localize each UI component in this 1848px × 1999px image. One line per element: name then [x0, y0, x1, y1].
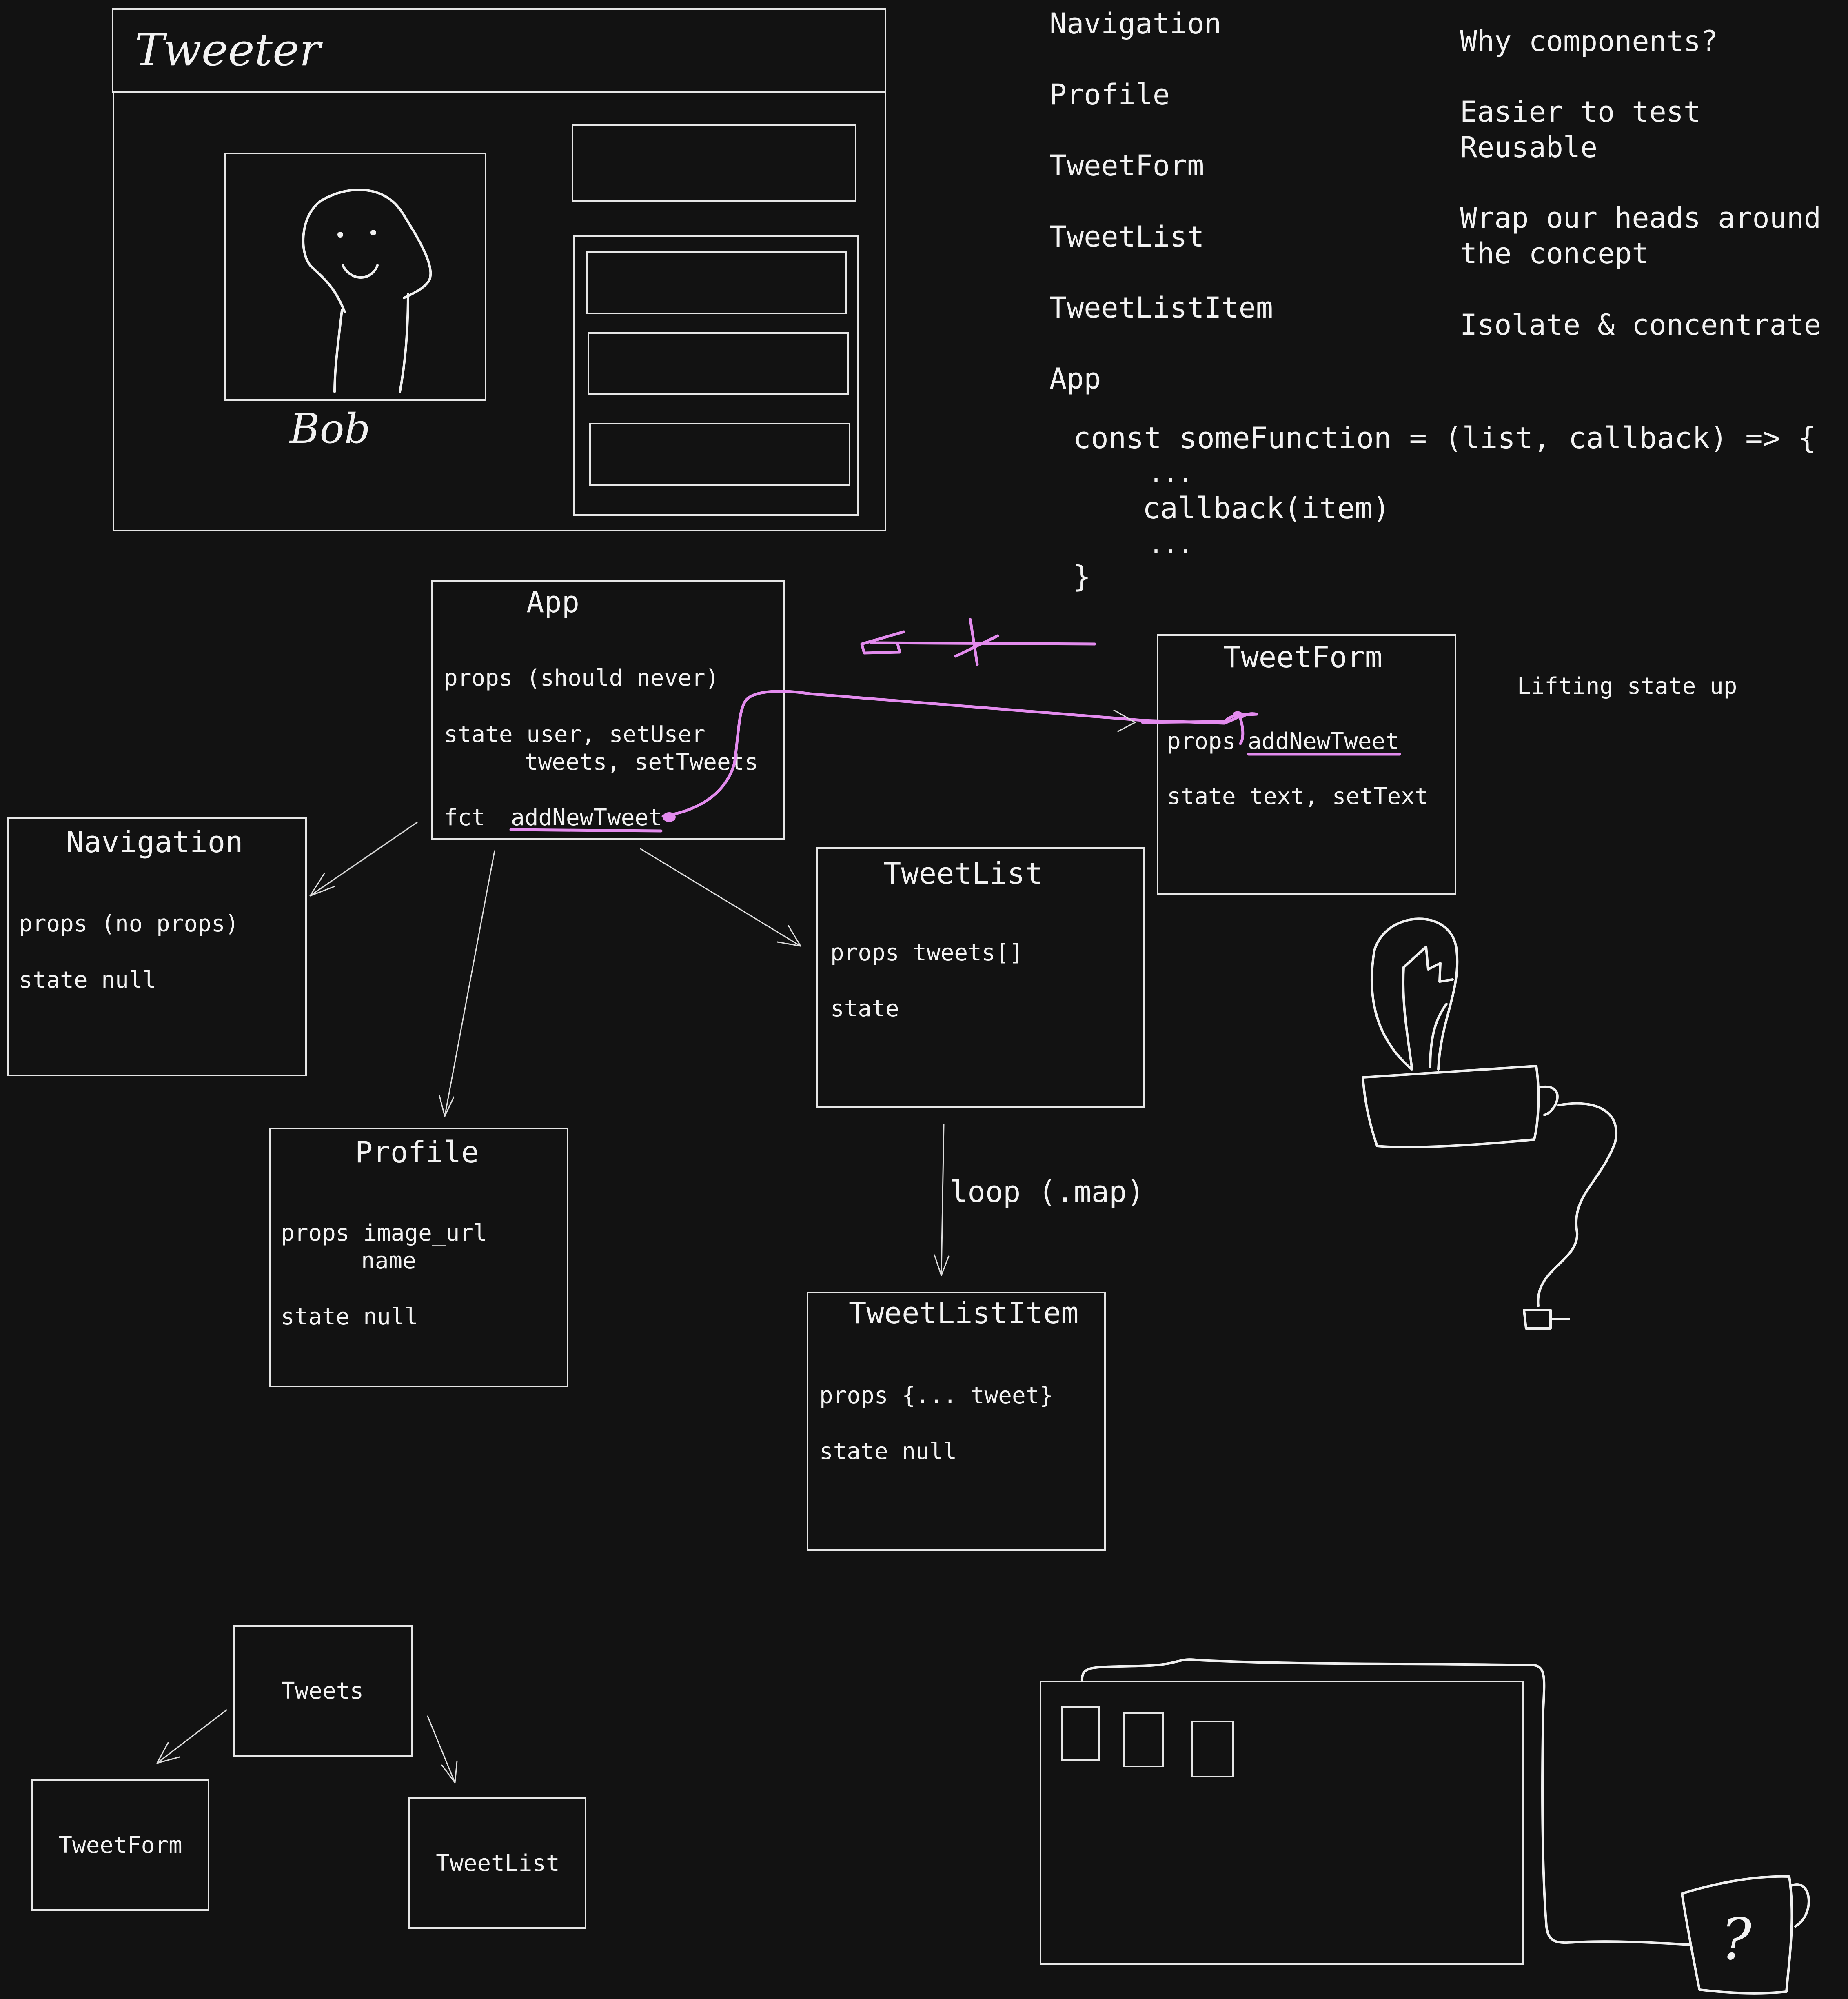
- code-snippet: const someFunction = (list, callback) =>…: [1073, 421, 1816, 594]
- wireframe-list-item: [588, 332, 849, 395]
- wireframe-form-box: [572, 124, 856, 202]
- wireframe-body: [113, 91, 886, 531]
- navigation-title: Navigation: [66, 825, 243, 859]
- tweetform-props-label: props: [1167, 728, 1236, 755]
- tweetlist-component-box: TweetList props tweets[] state: [816, 847, 1145, 1108]
- why-line: Reusable: [1460, 131, 1597, 164]
- mini-arrow-right: [427, 1715, 456, 1784]
- navigation-state: state null: [19, 967, 156, 993]
- navigation-props: props (no props): [19, 911, 239, 937]
- tweetform-component-box: TweetForm props addNewTweet state text, …: [1157, 634, 1456, 895]
- profile-caption: Bob: [289, 405, 370, 453]
- tweetlistitem-box-border: [807, 1292, 1106, 1551]
- profile-state: state null: [281, 1304, 418, 1330]
- code-line: }: [1073, 560, 1091, 594]
- profile-picture-frame: [224, 153, 486, 401]
- monitor-mug-doodle: ?: [1040, 1658, 1810, 1995]
- mini-tweetform-label: TweetForm: [58, 1832, 182, 1859]
- profile-box-border: [269, 1128, 568, 1387]
- why-line: Easier to test: [1460, 95, 1701, 129]
- tweetlistitem-props: props {... tweet}: [819, 1382, 1053, 1409]
- tweetform-state: state text, setText: [1167, 783, 1429, 810]
- arrow-tweetlist-to-tweetlistitem: [941, 1124, 945, 1276]
- component-list-item: TweetList: [1049, 220, 1204, 253]
- navigation-component-box: Navigation props (no props) state null: [7, 817, 307, 1076]
- component-list-item: Navigation: [1049, 7, 1221, 40]
- callback-flow-line: [661, 690, 1258, 818]
- app-props: props (should never): [444, 665, 719, 691]
- wireframe-title: Tweeter: [135, 24, 323, 76]
- monitor-cable: [1080, 1658, 1690, 1946]
- monitor-window-icon: [1191, 1721, 1234, 1777]
- mini-tweetform-box: [31, 1779, 209, 1911]
- app-state: state user, setUser: [444, 721, 705, 748]
- tweetform-title: TweetForm: [1223, 640, 1382, 674]
- cross-mark-icon: [954, 618, 999, 666]
- profile-props: props image_url: [281, 1220, 487, 1246]
- component-list: Navigation Profile TweetForm TweetList T…: [1049, 7, 1273, 395]
- loop-label: loop (.map): [950, 1175, 1145, 1209]
- app-fct-value: addNewTweet: [511, 804, 662, 831]
- navigation-box-border: [7, 817, 307, 1076]
- tweetlist-title: TweetList: [883, 856, 1043, 891]
- monitor-window-icon: [1123, 1712, 1164, 1767]
- why-line: the concept: [1460, 237, 1649, 270]
- app-title: App: [526, 585, 579, 619]
- tweetlistitem-state: state null: [819, 1438, 957, 1465]
- underline-addnewtweet-app: [509, 828, 663, 833]
- flow-arrowhead: [1113, 709, 1137, 732]
- wireframe-sketch: Tweeter Bob: [112, 8, 886, 531]
- tweetform-props-value: addNewTweet: [1248, 728, 1399, 755]
- app-component-box: App props (should never) state user, set…: [431, 580, 785, 840]
- mug-icon: [1681, 1875, 1793, 1995]
- tweetlist-props: props tweets[]: [830, 940, 1023, 966]
- profile-props-cont: name: [361, 1248, 416, 1274]
- component-list-item: TweetListItem: [1049, 291, 1273, 324]
- mini-tweets-box: [233, 1625, 413, 1757]
- arrow-app-to-tweetlist: [640, 848, 801, 947]
- connector-arrows: [309, 822, 950, 1276]
- monitor-window-icon: [1061, 1706, 1100, 1761]
- lightbulb-lamp-icon: [1362, 917, 1618, 1330]
- arrow-app-to-profile: [444, 850, 495, 1117]
- why-line: Isolate & concentrate: [1460, 308, 1821, 342]
- why-line: Wrap our heads around: [1460, 201, 1821, 235]
- wireframe-list-item: [586, 251, 847, 314]
- component-list-item: App: [1049, 362, 1101, 395]
- app-fct-label: fct: [444, 804, 485, 831]
- profile-component-box: Profile props image_url name state null: [269, 1128, 568, 1387]
- arrow-app-to-navigation: [309, 822, 418, 897]
- monitor-screen: [1040, 1681, 1524, 1965]
- wireframe-list-box: [573, 235, 859, 516]
- profile-title: Profile: [355, 1135, 479, 1169]
- code-line: callback(item): [1143, 491, 1390, 525]
- mini-tweets-label: Tweets: [281, 1678, 364, 1704]
- mini-component-tree: Tweets TweetForm TweetList: [31, 1625, 586, 1929]
- tweetlistitem-title: TweetListItem: [849, 1296, 1079, 1330]
- tweetlist-state: state: [830, 995, 899, 1022]
- flow-origin-dot: [663, 812, 676, 822]
- stick-figure-icon: [302, 189, 432, 393]
- mug-question-mark: ?: [1721, 1906, 1752, 1973]
- code-line: ...: [1149, 531, 1193, 559]
- component-list-item: Profile: [1049, 78, 1170, 111]
- mini-tweetlist-box: [408, 1797, 586, 1929]
- component-list-item: TweetForm: [1049, 149, 1204, 182]
- tweetlist-box-border: [816, 847, 1145, 1108]
- code-line: ...: [1149, 459, 1193, 488]
- code-line: const someFunction = (list, callback) =>…: [1073, 421, 1816, 455]
- lifting-state-note: Lifting state up: [1517, 673, 1737, 700]
- mini-tweetlist-label: TweetList: [436, 1850, 559, 1877]
- app-state-cont: tweets, setTweets: [524, 749, 758, 775]
- tweetlistitem-component-box: TweetListItem props {... tweet} state nu…: [807, 1292, 1106, 1551]
- wireframe-list-item: [589, 423, 850, 486]
- mini-arrow-left: [156, 1709, 227, 1764]
- why-components-notes: Why components? Easier to test Reusable …: [1460, 24, 1821, 342]
- why-heading: Why components?: [1460, 24, 1718, 58]
- tweetform-box-border: [1157, 634, 1456, 895]
- app-box-border: [431, 580, 785, 840]
- lifting-state-flow: [509, 618, 1401, 833]
